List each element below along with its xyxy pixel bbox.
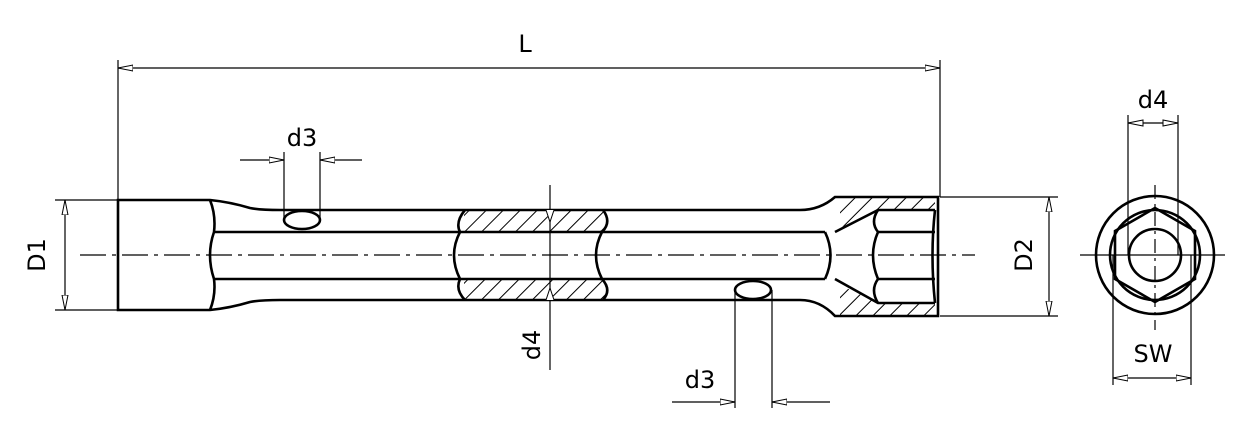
dim-label-D2: D2 [1010,238,1038,272]
cross-hole-top [282,209,322,231]
side-view [80,195,975,318]
dim-label-d4-end: d4 [1138,86,1169,114]
dim-label-D1: D1 [23,238,51,272]
dim-label-d3-top: d3 [287,124,318,152]
section-hatch-top [464,211,606,232]
head-hatch-top [840,198,935,228]
dim-label-d4-side: d4 [518,330,546,361]
head-hatch-bottom [840,285,935,315]
section-hatch-bottom [464,279,606,300]
dim-label-SW: SW [1134,340,1173,368]
dim-label-L: L [518,30,532,58]
left-head-outline [116,195,940,318]
end-view: d4 SW [1080,86,1225,385]
cross-hole-bottom [733,279,773,301]
dimensions: L d3 d3 d4 D1 D2 [23,30,1058,408]
dim-label-d3-bottom: d3 [685,366,716,394]
